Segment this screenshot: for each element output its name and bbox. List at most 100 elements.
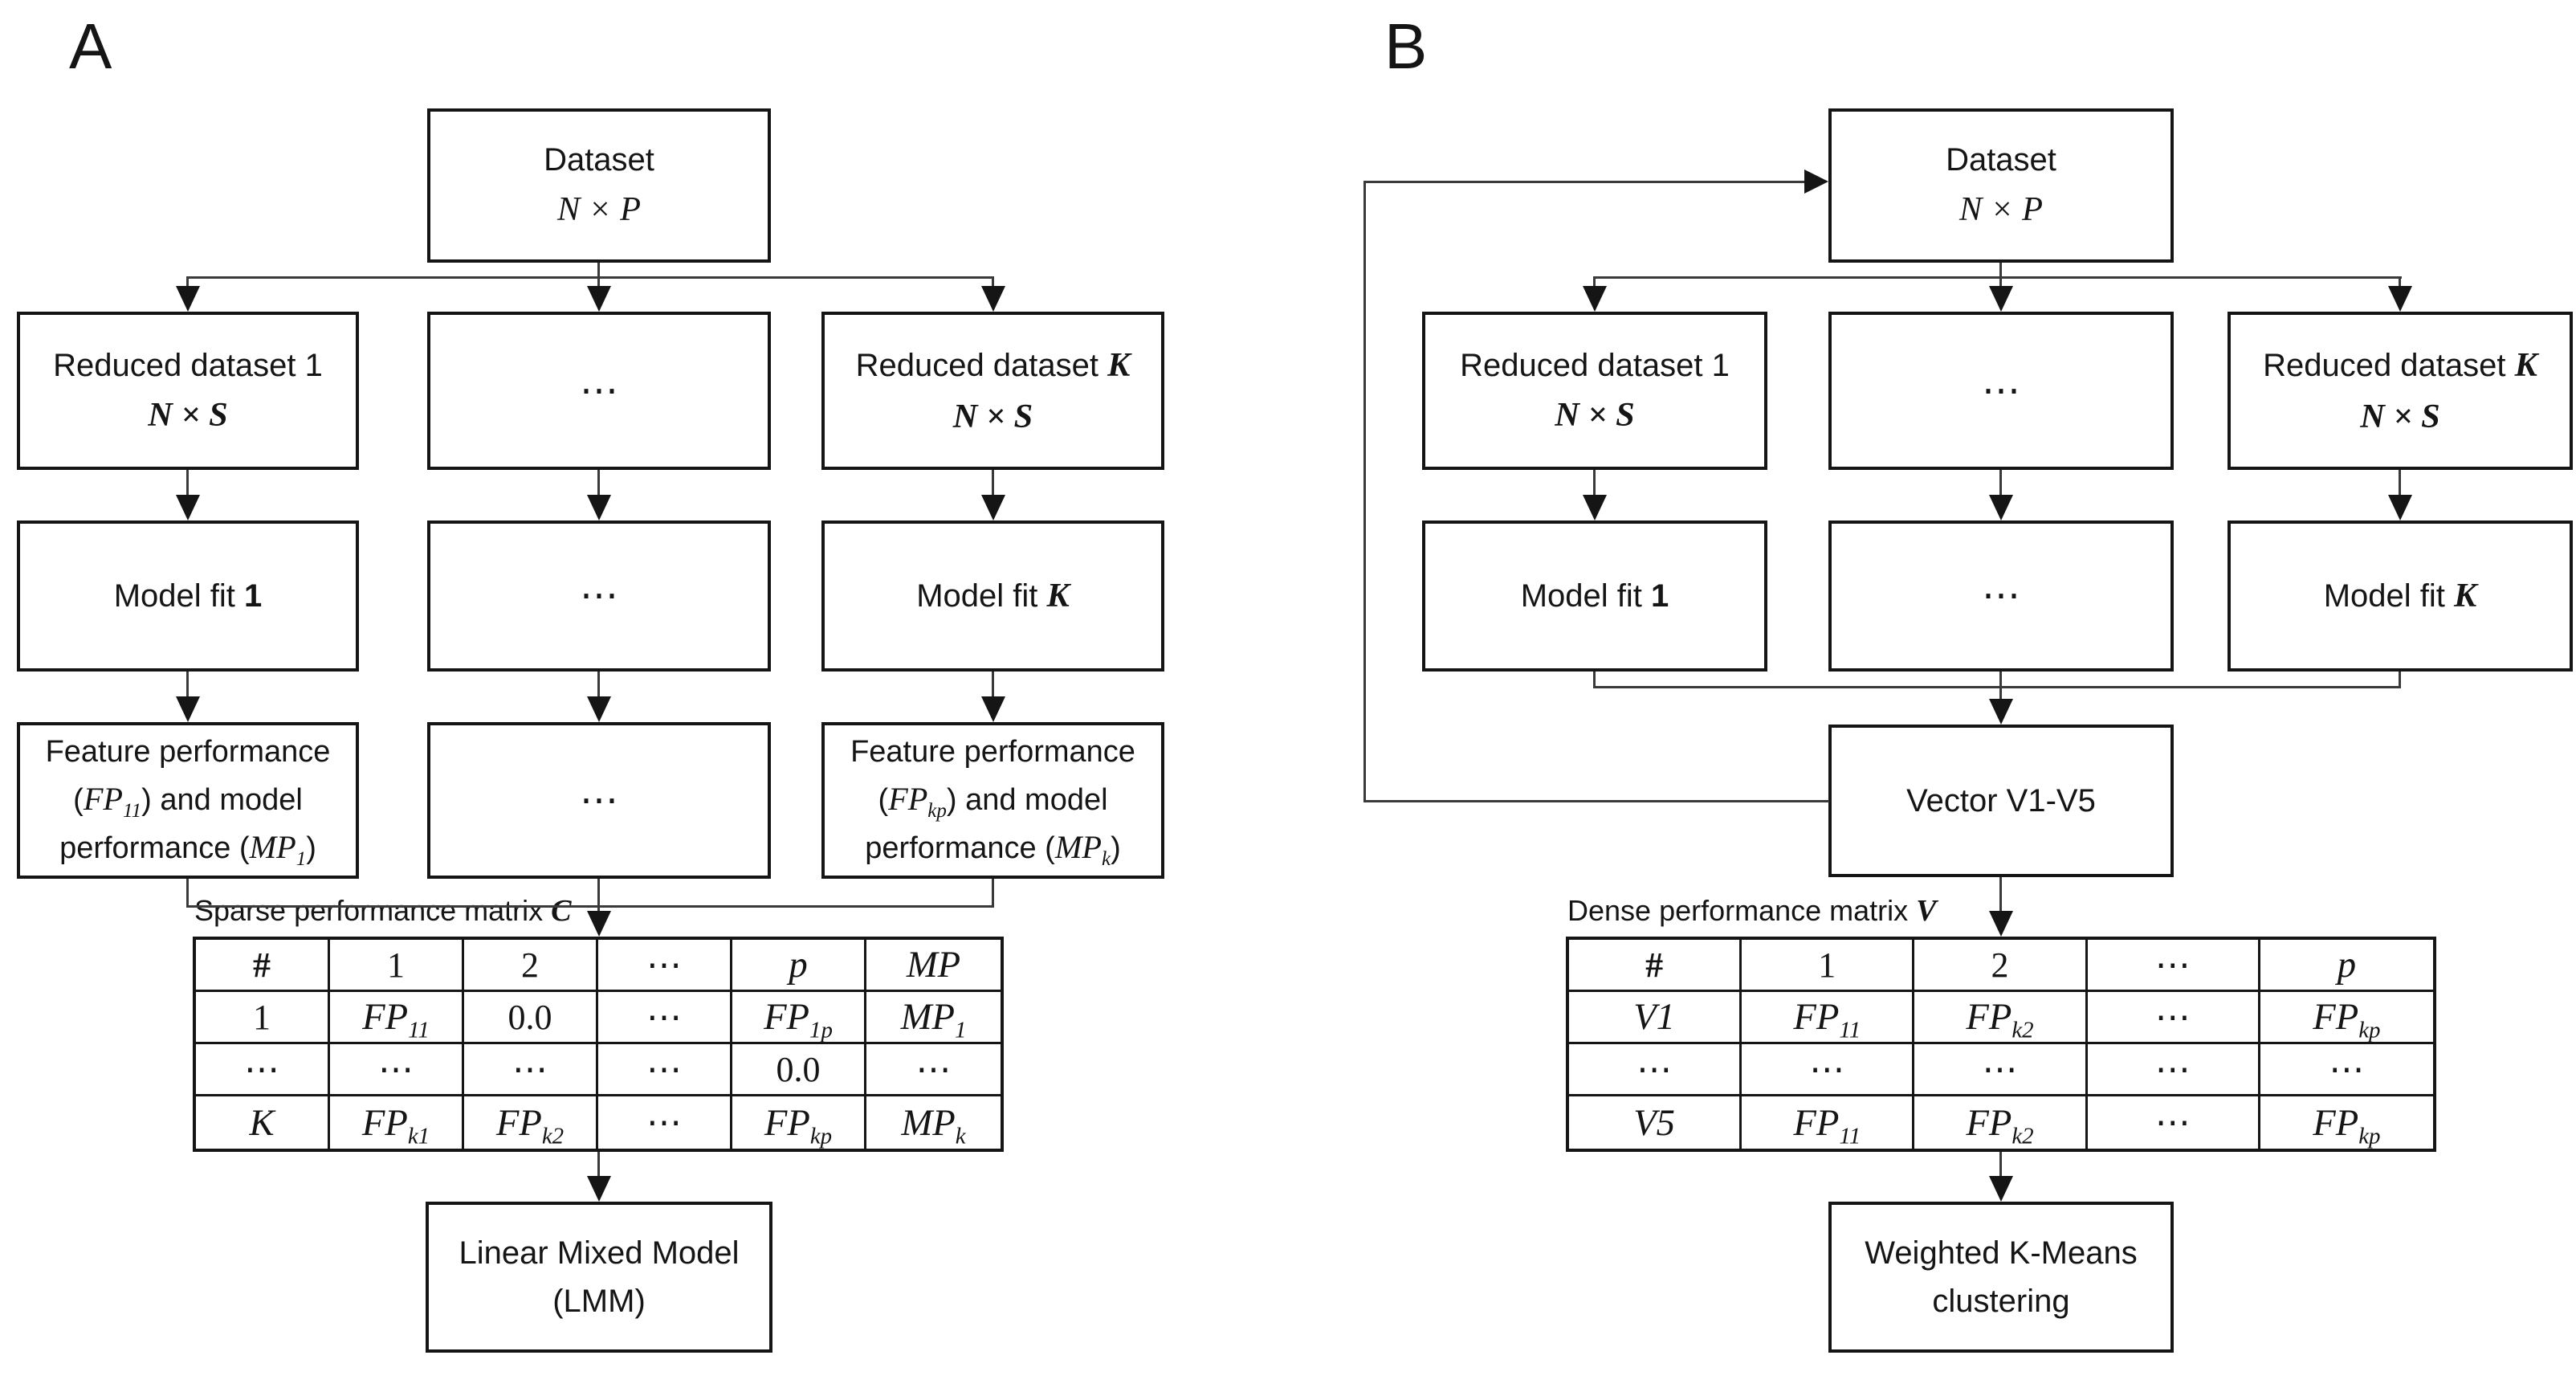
- box-text-line: (FPkp) and model: [878, 775, 1107, 823]
- text-segment: (LMM): [552, 1284, 646, 1319]
- text-segment: MP1: [249, 829, 307, 871]
- table-cell: 0.0: [732, 1044, 866, 1096]
- text-segment: p: [2337, 944, 2357, 986]
- flow-line-v: [1593, 672, 1596, 688]
- text-segment: FP11: [83, 780, 142, 822]
- box-text-line: Model fit 1: [1521, 572, 1669, 620]
- box-text-line: Dataset: [1946, 136, 2056, 184]
- flow-line-v: [1593, 276, 1596, 288]
- table-cell: V5: [1569, 1096, 1742, 1149]
- text-segment: FPkp: [888, 780, 947, 822]
- flow-line-v: [992, 672, 994, 698]
- box-ellipsis-b: ⋯: [1828, 520, 2174, 672]
- text-segment: C: [551, 894, 572, 928]
- text-segment: V: [1916, 894, 1937, 928]
- flow-line-h: [1594, 276, 2402, 279]
- table-cell: ⋯: [2087, 992, 2260, 1044]
- box-ellipsis-b: ⋯: [1828, 312, 2174, 470]
- table-cell: FP11: [1742, 1096, 1915, 1149]
- table-cell: ⋯: [2087, 1044, 2260, 1096]
- text-segment: Model fit: [113, 578, 245, 614]
- text-segment: Sparse performance matrix: [194, 894, 552, 927]
- table-cell: FPk1: [330, 1096, 464, 1149]
- box-reduced-dataset-k-b: Reduced dataset K N × S: [2228, 312, 2573, 470]
- arrowhead-down: [587, 911, 611, 937]
- text-segment: K: [1046, 577, 1070, 615]
- box-ellipsis-a: ⋯: [427, 722, 771, 879]
- text-segment: Linear Mixed Model: [459, 1235, 740, 1271]
- feedback-line-h-top: [1363, 181, 1806, 183]
- arrowhead-down: [587, 1176, 611, 1202]
- table-cell: 1: [330, 940, 464, 992]
- table-cell: K: [196, 1096, 330, 1149]
- box-text-line: Model fit 1: [114, 572, 263, 620]
- table-cell: MPk: [866, 1096, 1001, 1149]
- text-segment: (: [73, 782, 84, 817]
- arrowhead-down: [176, 696, 200, 722]
- text-segment: N × S: [2360, 397, 2440, 435]
- text-segment: 1: [1651, 578, 1669, 614]
- text-segment: N × S: [148, 395, 228, 434]
- box-text-line: Feature performance: [46, 729, 331, 775]
- table-cell: MP: [866, 940, 1001, 992]
- box-text-line: Model fit K: [916, 570, 1070, 622]
- arrowhead-down: [1583, 286, 1607, 312]
- box-ellipsis-a: ⋯: [427, 520, 771, 672]
- text-segment: V1: [1633, 996, 1675, 1038]
- flow-line-v: [597, 470, 600, 496]
- arrowhead-down: [1989, 495, 2013, 520]
- text-segment: FPk2: [495, 1101, 565, 1149]
- text-segment: Feature performance: [45, 734, 331, 769]
- text-segment: FP1p: [764, 996, 833, 1043]
- box-text-line: N × S: [1555, 390, 1635, 441]
- table-cell: FP11: [1742, 992, 1915, 1044]
- table-cell: ⋯: [464, 1044, 598, 1096]
- text-segment: ) and model: [141, 782, 303, 817]
- flow-line-v: [992, 276, 994, 288]
- text-segment: p: [789, 944, 808, 986]
- box-text-line: Reduced dataset K: [2263, 340, 2537, 391]
- box-text-line: N × S: [148, 390, 228, 441]
- box-text-line: N × S: [953, 391, 1033, 443]
- box-text-line: Feature performance: [850, 729, 1135, 775]
- flow-line-v: [597, 263, 600, 288]
- table-cell: FPkp: [2260, 1096, 2433, 1149]
- sparse-matrix-caption: Sparse performance matrix C: [194, 893, 572, 930]
- arrowhead-down: [1989, 911, 2013, 937]
- text-segment: 1: [387, 945, 405, 985]
- text-segment: (: [878, 782, 889, 817]
- flow-line-v: [186, 276, 189, 288]
- table-cell: p: [2260, 940, 2433, 992]
- flow-line-v: [597, 672, 600, 698]
- text-segment: ⋯: [2154, 945, 2191, 985]
- table-cell: FPkp: [732, 1096, 866, 1149]
- text-segment: ⋯: [2154, 997, 2191, 1037]
- text-segment: FP11: [362, 996, 430, 1043]
- text-segment: FPkp: [2313, 1101, 2381, 1149]
- flow-line-v: [2399, 470, 2401, 496]
- text-segment: ) and model: [946, 782, 1108, 817]
- text-segment: 1: [1818, 945, 1836, 985]
- text-segment: ⋯: [2154, 1049, 2191, 1089]
- text-segment: clustering: [1932, 1284, 2070, 1319]
- text-segment: 1: [253, 997, 271, 1037]
- flow-line-v: [186, 672, 189, 698]
- flow-line-v: [186, 879, 189, 908]
- box-text-line: ⋯: [580, 362, 618, 420]
- table-cell: ⋯: [1569, 1044, 1742, 1096]
- table-cell: #: [196, 940, 330, 992]
- flow-line-v: [1999, 470, 2002, 496]
- arrowhead-down: [587, 286, 611, 312]
- text-segment: K: [1107, 345, 1131, 384]
- text-segment: K: [2514, 345, 2537, 384]
- text-segment: ⋯: [646, 945, 682, 985]
- arrowhead-down: [981, 495, 1005, 520]
- box-text-line: Linear Mixed Model: [459, 1229, 739, 1277]
- table-cell: FP11: [330, 992, 464, 1044]
- text-segment: FPkp: [2313, 996, 2381, 1043]
- table-cell: ⋯: [598, 992, 732, 1044]
